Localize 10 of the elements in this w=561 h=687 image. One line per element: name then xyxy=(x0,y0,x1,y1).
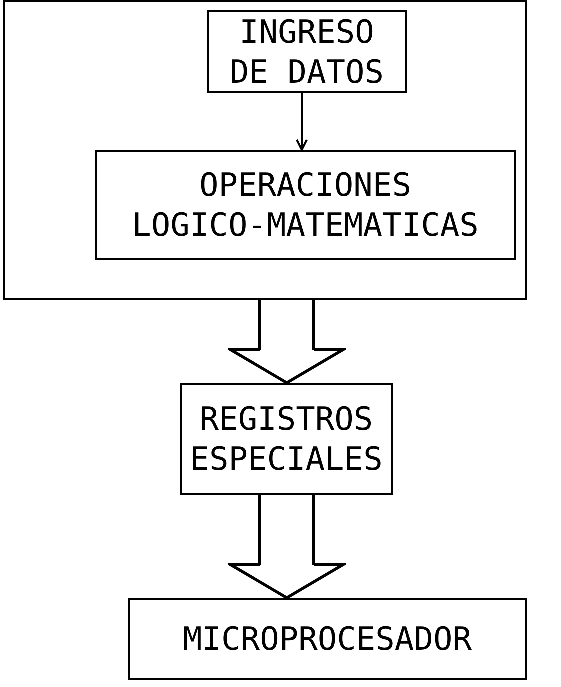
process-box xyxy=(128,598,527,680)
process-box xyxy=(207,10,407,93)
arrow xyxy=(296,93,308,151)
box-label: OPERACIONES LOGICO-MATEMATICAS xyxy=(131,165,480,245)
process-box xyxy=(95,150,516,260)
box-label: MICROPROCESADOR xyxy=(183,619,472,659)
process-box xyxy=(180,383,393,495)
box-label: REGISTROS ESPECIALES xyxy=(189,399,384,479)
group-frame xyxy=(3,0,527,300)
box-label: INGRESO DE DATOS xyxy=(228,12,386,92)
